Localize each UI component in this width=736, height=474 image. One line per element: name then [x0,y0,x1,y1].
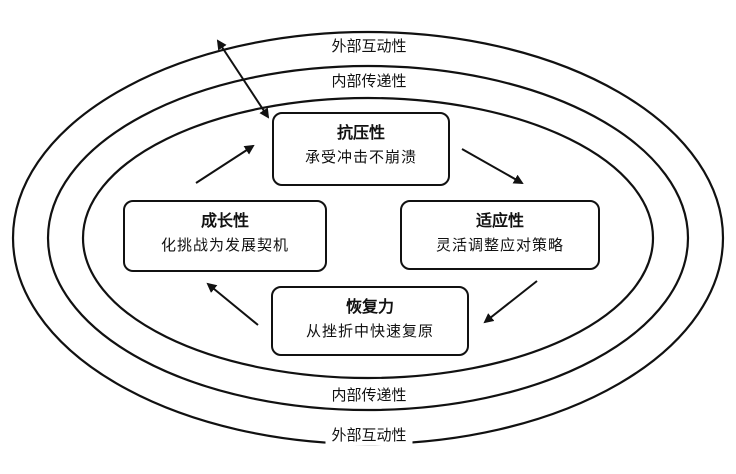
outer-ring-label-bottom: 外部互动性 [325,425,413,445]
resistance-title: 抗压性 [336,123,385,142]
recovery-title: 恢复力 [345,297,394,316]
interaction-arrow [216,39,270,119]
adaptability-title: 适应性 [475,211,524,230]
arrow-left-to-top [195,144,255,184]
adaptability-box: 适应性 灵活调整应对策略 [400,200,600,270]
resistance-box: 抗压性 承受冲击不崩溃 [272,112,450,186]
outer-ring-label-top: 外部互动性 [325,36,413,56]
arrow-top-to-right [461,148,524,184]
arrow-right-to-bottom [483,280,538,324]
recovery-subtitle: 从挫折中快速复原 [305,322,434,340]
arrow-bottom-to-left [206,282,259,326]
outer-ring [11,30,725,446]
middle-ring-label-top: 内部传递性 [325,71,413,91]
growth-title: 成长性 [200,211,249,230]
recovery-box: 恢复力 从挫折中快速复原 [271,286,469,356]
middle-ring-label-bottom: 内部传递性 [325,385,413,405]
resistance-subtitle: 承受冲击不崩溃 [304,148,417,166]
middle-ring [46,64,690,412]
growth-box: 成长性 化挑战为发展契机 [123,200,327,272]
inner-ring [81,96,655,380]
growth-subtitle: 化挑战为发展契机 [160,236,289,254]
adaptability-subtitle: 灵活调整应对策略 [435,236,564,254]
